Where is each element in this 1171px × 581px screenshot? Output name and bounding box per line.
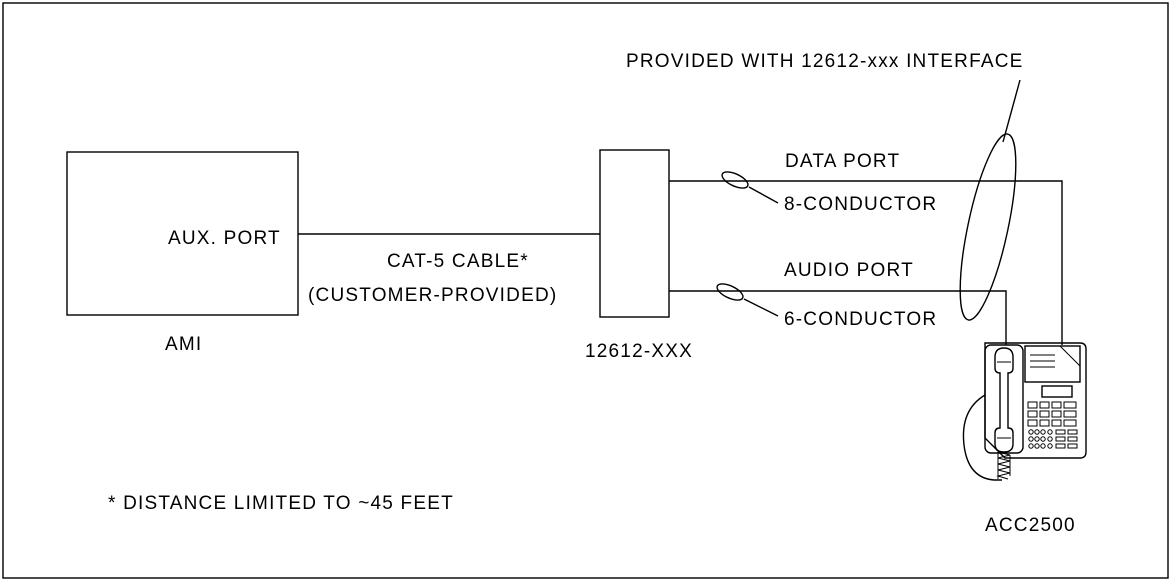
data-port-cable <box>669 180 1063 345</box>
customer-provided-label: (CUSTOMER-PROVIDED) <box>308 285 557 306</box>
eight-conductor-label: 8-CONDUCTOR <box>784 194 937 215</box>
interface-model-label: 12612-XXX <box>585 341 693 362</box>
coiled-cord <box>996 451 1011 480</box>
data-conductor-leader <box>748 186 779 204</box>
data-cable-connector <box>721 171 749 189</box>
provided-note-leader <box>1002 79 1021 143</box>
audio-port-label: AUDIO PORT <box>784 260 914 281</box>
provided-cables-callout <box>959 133 1017 321</box>
footnote-label: * DISTANCE LIMITED TO ~45 FEET <box>108 493 454 514</box>
six-conductor-label: 6-CONDUCTOR <box>784 309 937 330</box>
audio-conductor-leader <box>743 298 779 317</box>
audio-cable-connector <box>716 283 744 301</box>
phone-icon <box>962 342 1087 481</box>
data-port-label: DATA PORT <box>785 151 900 172</box>
interface-box <box>599 149 670 318</box>
cat5-cable-label: CAT-5 CABLE* <box>387 251 529 272</box>
audio-port-cable <box>669 290 1007 345</box>
keypad <box>1027 401 1078 449</box>
ami-label: AMI <box>165 334 202 355</box>
phone-model-label: ACC2500 <box>985 515 1076 536</box>
aux-port-label: AUX. PORT <box>168 228 281 249</box>
provided-note-label: PROVIDED WITH 12612-xxx INTERFACE <box>626 51 1024 72</box>
